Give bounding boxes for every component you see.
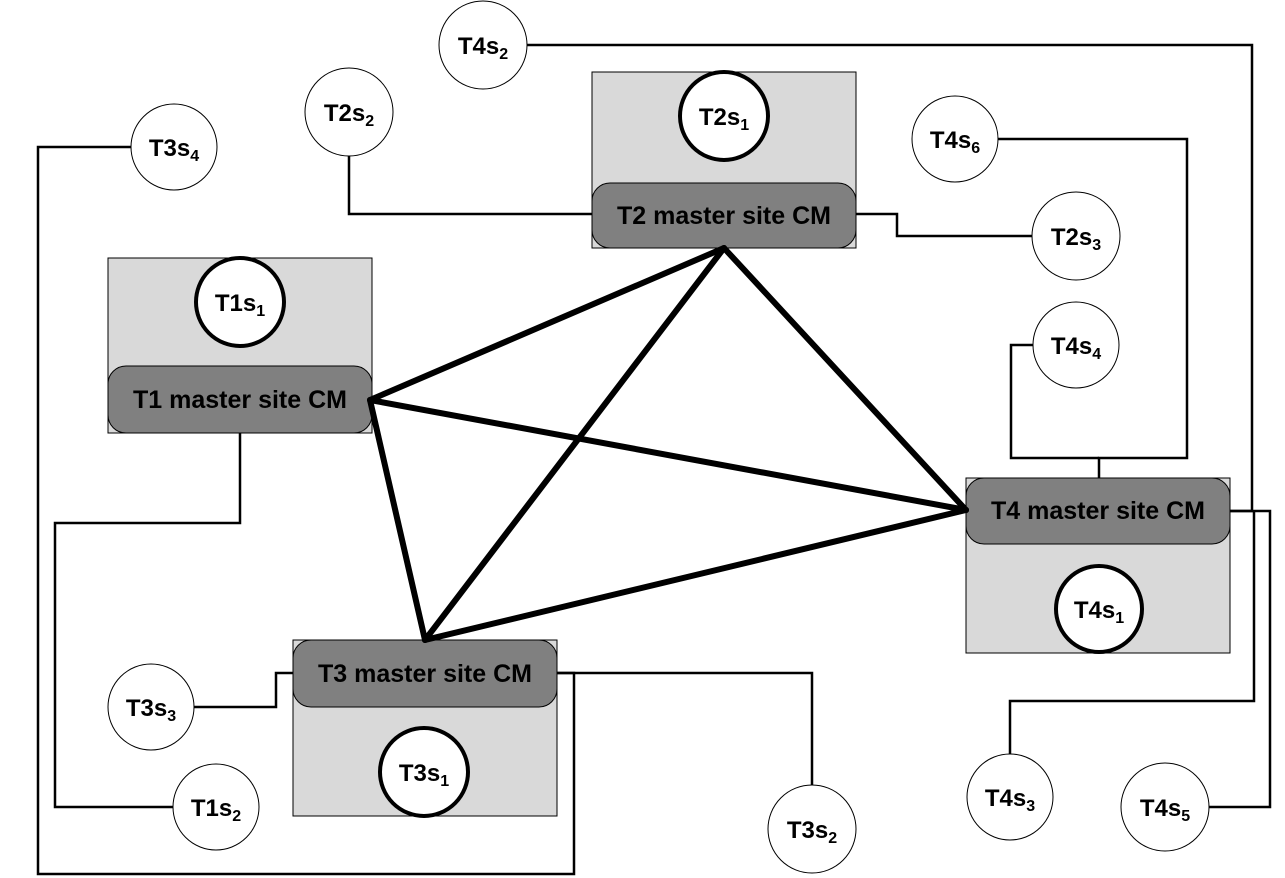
site-label-t2s2: T2s xyxy=(324,100,365,127)
site-label-t3s2: T3s xyxy=(787,817,828,844)
site-label-t4s6: T4s xyxy=(930,127,971,154)
site-nodes: T1s1 T1s2 T2s1 T2s2 T2s3 T3s1 T3s2 T3s3 xyxy=(107,0,1210,874)
connector-t4s4-t4 xyxy=(1009,343,1099,460)
svg-text:T4s5: T4s5 xyxy=(1140,795,1190,825)
site-node-t4s6: T4s6 xyxy=(911,95,999,183)
svg-text:T4s2: T4s2 xyxy=(458,33,508,63)
site-sub-t3s1: 1 xyxy=(440,773,449,790)
site-node-t2s3: T2s3 xyxy=(1031,191,1121,281)
connector-t3s2-t3 xyxy=(557,671,814,786)
t4-cm-box: T4 master site CM xyxy=(965,477,1231,545)
site-label-t4s5: T4s xyxy=(1140,795,1181,822)
site-sub-t4s1: 1 xyxy=(1115,610,1124,627)
site-sub-t4s3: 3 xyxy=(1026,798,1035,815)
cm-link-t2-t4 xyxy=(721,245,969,513)
site-sub-t4s6: 6 xyxy=(971,140,980,157)
cm-link-t1-t4 xyxy=(367,397,969,513)
site-node-t2s2: T2s2 xyxy=(304,67,394,157)
cm-link-t2-t3 xyxy=(422,245,727,643)
site-sub-t3s3: 3 xyxy=(167,708,176,725)
site-label-t2s3: T2s xyxy=(1051,224,1092,251)
site-node-t3s1: T3s1 xyxy=(378,726,470,818)
site-label-t3s3: T3s xyxy=(126,695,167,722)
site-node-t1s2: T1s2 xyxy=(172,763,260,851)
site-connectors xyxy=(36,43,1272,876)
svg-text:T4s3: T4s3 xyxy=(985,785,1035,815)
site-label-t3s4: T3s xyxy=(149,135,190,162)
svg-text:T4s4: T4s4 xyxy=(1051,333,1101,363)
svg-text:T3s2: T3s2 xyxy=(787,817,837,847)
svg-text:T4s1: T4s1 xyxy=(1074,597,1124,627)
site-sub-t1s1: 1 xyxy=(256,303,265,320)
site-label-t4s1: T4s xyxy=(1074,597,1115,624)
t2-cm-box: T2 master site CM xyxy=(591,182,857,249)
site-sub-t4s5: 5 xyxy=(1181,808,1190,825)
svg-text:T1s2: T1s2 xyxy=(191,795,241,825)
svg-text:T1s1: T1s1 xyxy=(215,290,265,320)
site-label-t4s3: T4s xyxy=(985,785,1026,812)
connector-t3s3-t3 xyxy=(193,671,293,709)
svg-text:T3s1: T3s1 xyxy=(399,760,449,790)
cm-links xyxy=(367,245,969,643)
svg-text:T2s3: T2s3 xyxy=(1051,224,1101,254)
site-node-t4s3: T4s3 xyxy=(966,753,1054,841)
site-node-t4s2: T4s2 xyxy=(438,0,528,90)
site-sub-t2s2: 2 xyxy=(365,113,374,130)
site-node-t3s2: T3s2 xyxy=(767,784,857,874)
t1-cm-box: T1 master site CM xyxy=(107,365,373,434)
site-sub-t3s4: 4 xyxy=(190,148,199,165)
svg-text:T3s3: T3s3 xyxy=(126,695,176,725)
cm-link-t1-t3 xyxy=(367,397,428,643)
site-label-t3s1: T3s xyxy=(399,760,440,787)
site-sub-t4s4: 4 xyxy=(1092,346,1101,363)
site-node-t4s4: T4s4 xyxy=(1032,301,1120,389)
site-label-t1s2: T1s xyxy=(191,795,232,822)
connector-t2s2-t2 xyxy=(347,156,592,216)
site-sub-t4s2: 2 xyxy=(499,46,508,63)
svg-text:T3s4: T3s4 xyxy=(149,135,199,165)
site-node-t3s4: T3s4 xyxy=(130,103,218,191)
site-label-t2s1: T2s xyxy=(699,104,740,131)
svg-text:T4s6: T4s6 xyxy=(930,127,980,157)
t3-cm-label: T3 master site CM xyxy=(318,660,532,688)
site-sub-t2s1: 1 xyxy=(740,117,749,134)
t3-cm-box: T3 master site CM xyxy=(292,639,558,708)
svg-text:T2s2: T2s2 xyxy=(324,100,374,130)
svg-text:T2s1: T2s1 xyxy=(699,104,749,134)
site-node-t4s5: T4s5 xyxy=(1120,762,1210,852)
site-node-t4s1: T4s1 xyxy=(1054,564,1144,654)
site-label-t1s1: T1s xyxy=(215,290,256,317)
site-label-t4s4: T4s xyxy=(1051,333,1092,360)
site-sub-t2s3: 3 xyxy=(1092,237,1101,254)
connector-t2s3-t2 xyxy=(856,212,1032,238)
t1-cm-label: T1 master site CM xyxy=(133,386,347,414)
cm-link-t3-t4 xyxy=(422,507,969,643)
site-sub-t1s2: 2 xyxy=(232,808,241,825)
connector-t4s5-t4 xyxy=(1209,509,1272,809)
site-node-t3s3: T3s3 xyxy=(107,663,195,751)
connector-t4s3-t4 xyxy=(1008,511,1256,754)
site-label-t4s2: T4s xyxy=(458,33,499,60)
site-sub-t3s2: 2 xyxy=(828,830,837,847)
t2-cm-label: T2 master site CM xyxy=(617,202,831,230)
site-node-t2s1: T2s1 xyxy=(678,70,770,162)
connector-t1s2-t1 xyxy=(53,433,242,809)
connector-t4s6-t4 xyxy=(995,137,1189,478)
t4-cm-label: T4 master site CM xyxy=(991,497,1205,525)
cm-link-t1-t2 xyxy=(367,245,727,403)
site-node-t1s1: T1s1 xyxy=(194,256,286,348)
cm-boxes: T1 master site CM T2 master site CM T3 m… xyxy=(107,182,1231,708)
